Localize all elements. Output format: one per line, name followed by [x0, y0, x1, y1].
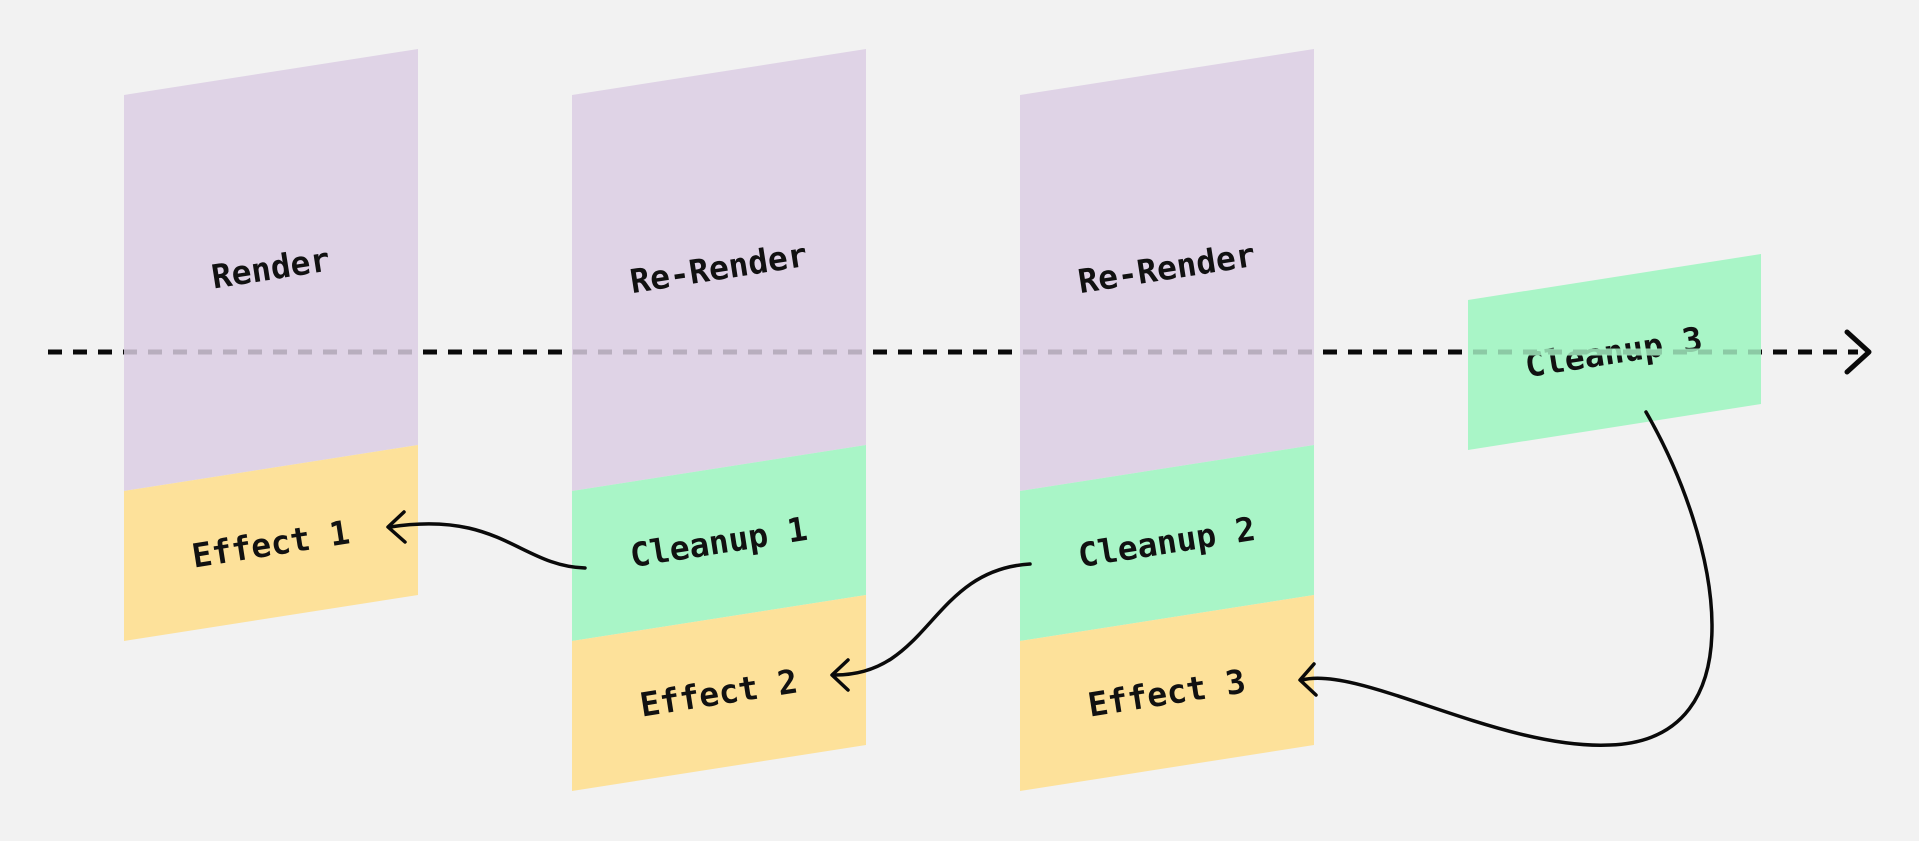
- connector-cleanup-3-to-effect-3: [1298, 410, 1714, 747]
- connector-curve: [832, 562, 1032, 677]
- arrowhead-icon: [830, 658, 850, 692]
- arrowhead-icon: [1298, 662, 1318, 697]
- connector-curve: [1300, 410, 1714, 747]
- effect-3-block: [1020, 595, 1314, 791]
- connector-cleanup-1-to-effect-1: [386, 510, 587, 570]
- effect-1-block: [124, 445, 418, 641]
- chevron-right-icon: [1844, 329, 1872, 375]
- timeline: [48, 329, 1872, 375]
- re-render-block: [1020, 49, 1314, 491]
- column-1: Render Effect 1: [124, 49, 418, 641]
- re-render-block: [572, 49, 866, 491]
- column-3: Re-Render Cleanup 2 Effect 3: [1020, 49, 1314, 791]
- connector-curve: [388, 522, 587, 570]
- cleanup-1-block: [572, 445, 866, 641]
- connector-cleanup-2-to-effect-2: [830, 562, 1032, 692]
- effect-2-block: [572, 595, 866, 791]
- column-2: Re-Render Cleanup 1 Effect 2: [572, 49, 866, 791]
- render-block: [124, 49, 418, 491]
- arrowhead-icon: [386, 510, 407, 544]
- cleanup-2-block: [1020, 445, 1314, 641]
